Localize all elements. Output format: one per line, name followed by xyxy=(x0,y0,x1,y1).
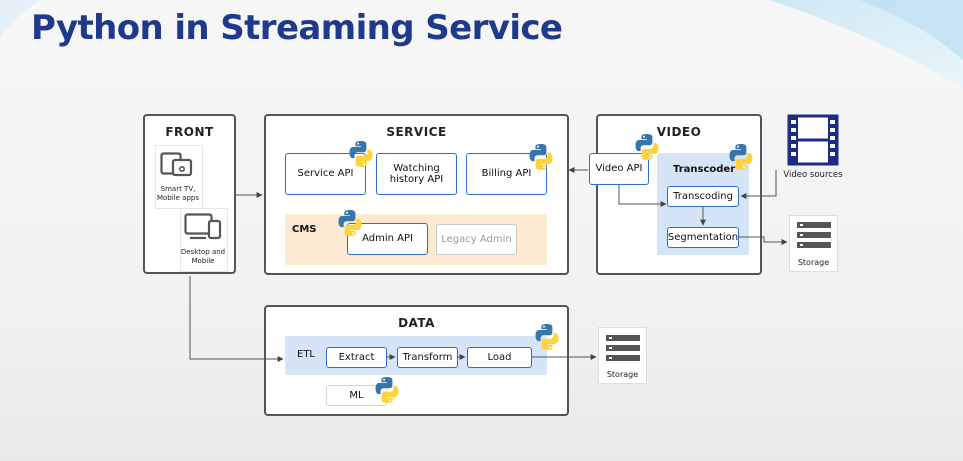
python-logo-icon xyxy=(349,141,373,167)
transcoder-label: Transcoder xyxy=(673,164,736,175)
video-storage-label: Storage xyxy=(797,258,830,267)
transform-box: Transform xyxy=(397,347,458,368)
cms-label: CMS xyxy=(292,224,317,235)
segmentation-to-storage-arrow xyxy=(739,236,788,245)
front-to-data-arrow xyxy=(189,276,284,362)
python-logo-icon xyxy=(529,144,553,170)
tv-phone-icon xyxy=(160,152,193,177)
python-logo-icon xyxy=(635,134,659,160)
python-logo-icon xyxy=(338,210,362,236)
smart-tv-tile xyxy=(155,145,203,209)
data-storage-label: Storage xyxy=(606,370,639,379)
sources-to-transcoding-arrow xyxy=(740,170,777,199)
videoapi-to-transcoding-arrow xyxy=(618,185,667,207)
page-title: Python in Streaming Service xyxy=(31,8,563,48)
watching-history-api-box: Watching history API xyxy=(376,153,457,195)
load-box: Load xyxy=(467,347,532,368)
python-logo-icon xyxy=(729,144,753,170)
transcoding-box: Transcoding xyxy=(667,186,739,207)
video-api-box: Video API xyxy=(589,153,649,185)
etl-label: ETL xyxy=(297,349,315,360)
data-title: DATA xyxy=(398,316,435,330)
film-strip-icon xyxy=(787,114,839,166)
smart-tv-caption: Smart TV, Mobile apps xyxy=(156,185,199,202)
extract-box: Extract xyxy=(326,347,387,368)
service-title: SERVICE xyxy=(386,125,447,139)
video-sources-label: Video sources xyxy=(783,170,843,180)
legacy-admin-box: Legacy Admin xyxy=(436,224,517,255)
python-logo-icon xyxy=(535,324,559,350)
segmentation-box: Segmentation xyxy=(667,227,739,248)
desktop-caption: Desktop and Mobile xyxy=(180,248,226,265)
video-title: VIDEO xyxy=(656,125,702,139)
storage-server-icon xyxy=(606,335,640,361)
service-api-box: Service API xyxy=(285,153,366,195)
billing-api-box: Billing API xyxy=(466,153,547,195)
python-logo-icon xyxy=(375,377,399,403)
desktop-phone-icon xyxy=(184,213,222,240)
storage-server-icon xyxy=(797,222,831,248)
front-title: FRONT xyxy=(165,125,214,139)
desktop-tile xyxy=(180,208,228,272)
